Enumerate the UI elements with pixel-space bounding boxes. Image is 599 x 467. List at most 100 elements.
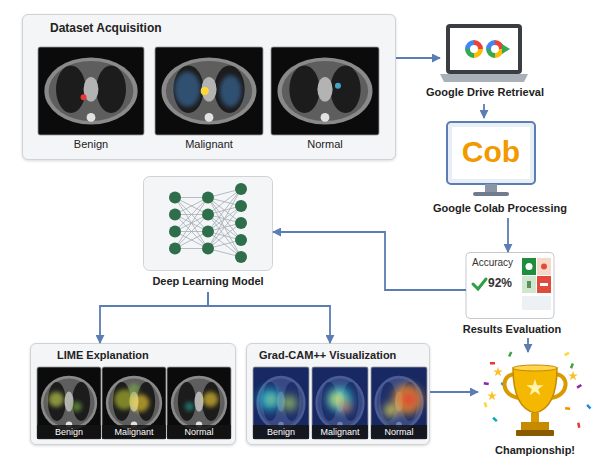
check-mark xyxy=(473,279,486,289)
laptop-frame xyxy=(446,24,522,74)
panel-heading: Dataset Acquisition xyxy=(50,22,250,36)
panel-box: LIME ExplanationBenignMalignantNormal xyxy=(30,343,236,445)
lime-region xyxy=(131,394,149,412)
network-link xyxy=(175,198,208,249)
ct-tissue xyxy=(282,61,368,121)
monitor-icon: CobGoogle Colab Processing xyxy=(445,118,555,218)
ct-frame xyxy=(312,367,368,439)
neuron xyxy=(235,183,247,195)
neuron xyxy=(202,209,214,221)
ct-background xyxy=(37,367,101,439)
neuron xyxy=(169,226,181,238)
neuron xyxy=(235,217,247,229)
confetti xyxy=(484,402,488,407)
gradcam-heat xyxy=(267,395,275,403)
nodule-mark xyxy=(81,94,87,100)
neuron xyxy=(202,226,214,238)
results-box xyxy=(466,253,554,319)
result-tile xyxy=(537,258,551,275)
ct-lung xyxy=(202,382,220,421)
gradcam-heat xyxy=(282,395,298,411)
ct-frame xyxy=(371,367,427,439)
node-label: Malignant xyxy=(155,138,263,151)
ct-body xyxy=(277,58,372,125)
ct-scan xyxy=(312,367,368,439)
gradcam-tile: Benign xyxy=(253,367,309,439)
flow-arrow xyxy=(100,292,208,343)
ct-scan xyxy=(167,367,231,439)
ct-scan xyxy=(102,367,166,439)
logo-segment xyxy=(465,40,474,49)
gradcam-tile: Malignant xyxy=(312,367,368,439)
laptop-screen xyxy=(450,28,518,70)
result-tile xyxy=(522,258,536,275)
node-label: Google Drive Retrieval xyxy=(420,86,550,99)
lime-tile: Malignant xyxy=(102,367,166,439)
flow-arrow xyxy=(430,391,478,393)
ct-background xyxy=(271,47,379,135)
ct-lung xyxy=(56,65,86,113)
trophy-rim xyxy=(513,365,557,371)
flow-arrow xyxy=(527,338,529,352)
monitor-stand xyxy=(473,192,509,196)
logo-segment xyxy=(465,49,474,58)
node-label: Cob xyxy=(447,135,535,170)
ct-lung xyxy=(72,382,90,421)
tile-icon xyxy=(540,283,548,286)
lime-tile: Normal xyxy=(167,367,231,439)
tile-icon xyxy=(526,263,533,270)
ct-scan xyxy=(271,47,379,135)
neuron xyxy=(169,192,181,204)
neuron xyxy=(202,192,214,204)
confetti xyxy=(484,382,489,385)
network-link xyxy=(175,198,208,249)
image-tile: Normal xyxy=(271,47,379,153)
confetti xyxy=(508,352,512,358)
ct-frame xyxy=(167,367,231,439)
node-label: Accuracy xyxy=(472,257,522,269)
lime-region xyxy=(185,402,194,411)
trophy-cup xyxy=(513,368,557,413)
node-graphic xyxy=(155,47,263,153)
neuron xyxy=(235,200,247,212)
node-label: Malignant xyxy=(102,425,166,439)
node-label: Normal xyxy=(271,138,379,151)
neuron xyxy=(169,209,181,221)
node-label: Benign xyxy=(38,138,144,151)
ct-body xyxy=(171,376,227,431)
ct-frame xyxy=(253,367,309,439)
ct-background xyxy=(253,367,309,439)
gradcam-heat xyxy=(384,403,397,416)
ct-lung xyxy=(48,382,66,421)
model-box: Deep Learning Model xyxy=(143,176,273,290)
image-tile: Malignant xyxy=(155,47,263,153)
ct-lung xyxy=(96,65,126,113)
ct-body xyxy=(161,58,256,125)
result-tile xyxy=(537,276,551,293)
flow-arrow xyxy=(273,232,466,290)
confetti xyxy=(576,384,582,389)
monitor-neck xyxy=(485,184,497,192)
ct-heart xyxy=(195,391,204,411)
confetti xyxy=(492,417,497,422)
confetti xyxy=(565,407,570,410)
ct-scan xyxy=(253,367,309,439)
ct-frame xyxy=(37,367,101,439)
node-graphic xyxy=(271,47,379,153)
trophy-plinth xyxy=(516,430,554,436)
network-link xyxy=(208,223,241,249)
node-label: Deep Learning Model xyxy=(133,275,283,288)
gradcam-base xyxy=(253,367,309,439)
ct-tissue xyxy=(43,379,94,428)
panel-heading: LIME Explanation xyxy=(57,349,227,362)
ct-frame xyxy=(102,367,166,439)
ct-scan xyxy=(371,367,427,439)
sparkle-star xyxy=(487,391,497,400)
monitor-frame xyxy=(447,122,535,184)
node-label: Google Colab Processing xyxy=(430,202,570,215)
gradcam-heat xyxy=(340,401,351,412)
sparkle-star xyxy=(493,367,503,376)
trophy-star xyxy=(526,379,543,395)
logo-play xyxy=(502,44,510,54)
